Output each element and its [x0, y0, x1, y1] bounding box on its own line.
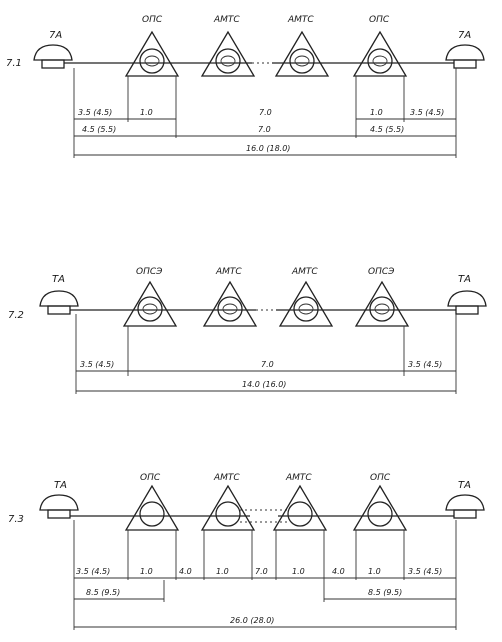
node-label-2: АМТС [213, 15, 240, 25]
dim-3-total: 26.0 (28.0) [230, 616, 274, 625]
ta-left-label: 7A [49, 30, 62, 41]
dim-1-5: 3.5 (4.5) [410, 108, 444, 117]
dim-3-6: 1.0 [292, 567, 305, 576]
amts-node-1 [202, 280, 258, 327]
node-label-1: ОПС [142, 15, 163, 25]
ta-right-label: ТА [458, 274, 471, 285]
dim-3-4: 1.0 [216, 567, 229, 576]
row-2-label: 7.2 [8, 310, 24, 321]
telephone-right-icon [445, 44, 485, 69]
diagram-row-1: 7.1 7A 7A ОПС АМТС [6, 15, 485, 158]
ta-left-label: ТА [54, 480, 67, 491]
ta-right-label: 7A [458, 30, 471, 41]
amts-node-2 [274, 30, 330, 77]
row-3-label: 7.3 [8, 514, 24, 525]
dim-1-1: 3.5 (4.5) [78, 108, 112, 117]
ops-node-1 [124, 30, 180, 77]
dim-1-3: 7.0 [259, 108, 272, 117]
ta-right-label: ТА [458, 480, 471, 491]
amts-node-1 [200, 484, 256, 531]
node-label-4: ОПС [370, 473, 391, 483]
dim-3-9: 3.5 (4.5) [408, 567, 442, 576]
dim-2-total: 14.0 (16.0) [242, 380, 286, 389]
telephone-left-icon [39, 290, 79, 315]
node-label-2: АМТС [213, 473, 240, 483]
ops-node-1 [124, 484, 180, 531]
diagram-row-2: 7.2 ТА ТА ОПСЭ АМТС [8, 267, 487, 394]
node-label-4: ОПСЭ [368, 267, 395, 277]
amts-node-1 [200, 30, 256, 77]
opse-node-2 [354, 280, 410, 327]
ops-node-2 [352, 484, 408, 531]
dim-3-mid-2: 8.5 (9.5) [368, 588, 402, 597]
node-label-1: ОПСЭ [136, 267, 163, 277]
ops-node-2 [352, 30, 408, 77]
dim-2-2: 7.0 [261, 360, 274, 369]
dim-2-3: 3.5 (4.5) [408, 360, 442, 369]
amts-node-2 [278, 280, 334, 327]
dim-3-7: 4.0 [332, 567, 345, 576]
dim-1-4: 1.0 [370, 108, 383, 117]
telephone-right-icon [445, 494, 485, 519]
node-label-3: АМТС [285, 473, 312, 483]
diagram-row-3: 7.3 ТА ТА ОПС АМТС АМТС [8, 473, 485, 630]
amts-node-2 [272, 484, 328, 531]
dim-2-1: 3.5 (4.5) [80, 360, 114, 369]
dim-3-mid-1: 8.5 (9.5) [86, 588, 120, 597]
dim-1-mid-1: 4.5 (5.5) [82, 125, 116, 134]
dim-3-1: 3.5 (4.5) [76, 567, 110, 576]
dim-1-mid-3: 4.5 (5.5) [370, 125, 404, 134]
dim-1-total: 16.0 (18.0) [246, 144, 290, 153]
dim-3-3: 4.0 [179, 567, 192, 576]
dim-1-2: 1.0 [140, 108, 153, 117]
opse-node-1 [122, 280, 178, 327]
node-label-4: ОПС [369, 15, 390, 25]
row-1-label: 7.1 [6, 58, 22, 69]
node-label-3: АМТС [287, 15, 314, 25]
telephone-left-icon [39, 494, 79, 519]
node-label-3: АМТС [291, 267, 318, 277]
ta-left-label: ТА [52, 274, 65, 285]
dim-3-2: 1.0 [140, 567, 153, 576]
node-label-2: АМТС [215, 267, 242, 277]
telephone-left-icon [33, 44, 73, 69]
dim-3-8: 1.0 [368, 567, 381, 576]
node-label-1: ОПС [140, 473, 161, 483]
dim-3-5: 7.0 [255, 567, 268, 576]
dim-1-mid-2: 7.0 [258, 125, 271, 134]
